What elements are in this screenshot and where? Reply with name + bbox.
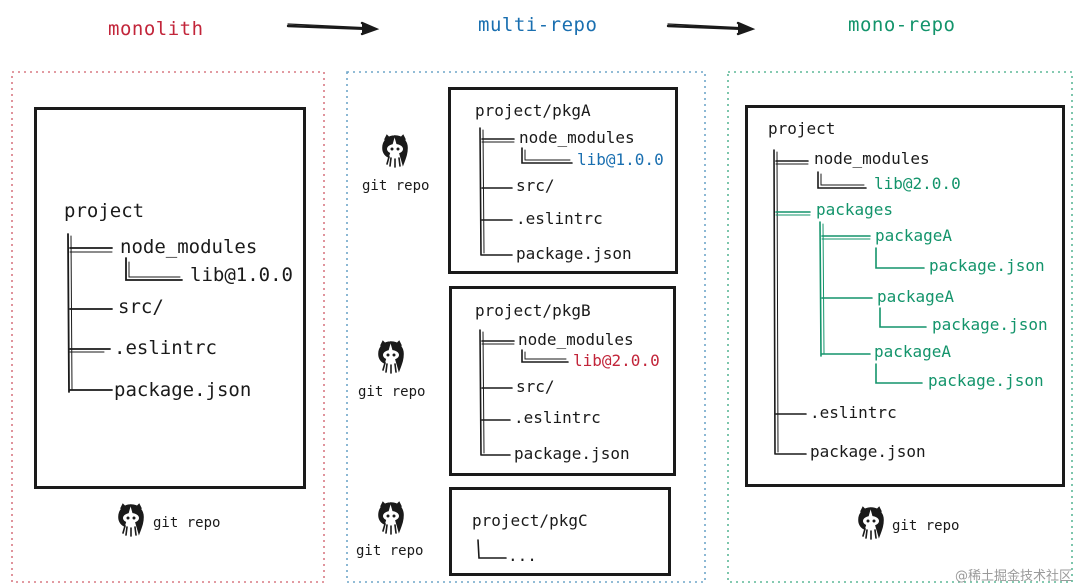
- pkgB-node-modules-label: node_modules: [518, 330, 634, 349]
- pkgA-eslintrc-label: .eslintrc: [516, 209, 603, 228]
- mono-packages-label: packages: [816, 200, 894, 219]
- mono-package-a-2-label: packageA: [877, 287, 955, 306]
- pkgB-eslintrc-label: .eslintrc: [514, 408, 601, 427]
- title-multi-repo: multi-repo: [478, 14, 598, 36]
- mono-repo-project-box: [745, 105, 1065, 487]
- pkgA-package-json-label: package.json: [516, 244, 632, 263]
- monolith-node-modules-label: node_modules: [120, 236, 258, 258]
- mono-package-a-2-json-label: package.json: [932, 315, 1048, 334]
- monolith-eslintrc-label: .eslintrc: [114, 337, 217, 359]
- github-octocat-icon: [378, 501, 404, 535]
- monolith-project-box: [34, 107, 306, 489]
- mono-git-repo-label: git repo: [892, 518, 960, 534]
- multi-repo-panel: [346, 71, 706, 583]
- pkgB-package-json-label: package.json: [514, 444, 630, 463]
- pkgC-git-repo-label: git repo: [356, 543, 424, 559]
- monolith-root-label: project: [64, 200, 145, 222]
- pkgB-src-label: src/: [516, 377, 555, 396]
- monolith-lib-label: lib@1.0.0: [190, 264, 293, 286]
- arrow-monolith-to-multi: [286, 21, 380, 36]
- mono-repo-tree-lines: [773, 149, 867, 455]
- github-octocat-icon: [118, 503, 144, 537]
- watermark: @稀土掘金技术社区: [954, 569, 1072, 584]
- mono-repo-packages-tree-lines: [775, 211, 927, 384]
- monolith-tree-lines: [67, 233, 183, 393]
- mono-package-json-label: package.json: [810, 442, 926, 461]
- mono-package-a-1-label: packageA: [875, 226, 953, 245]
- monolith-git-repo-label: git repo: [153, 515, 221, 531]
- pkgA-tree-lines: [479, 127, 573, 256]
- pkgC-tree-lines: [477, 539, 507, 559]
- mono-package-a-3-json-label: package.json: [928, 371, 1044, 390]
- pkgA-src-label: src/: [516, 176, 555, 195]
- pkgC-root-label: project/pkgC: [472, 511, 588, 530]
- pkgA-box: [448, 87, 678, 274]
- monolith-package-json-label: package.json: [114, 379, 252, 401]
- monolith-panel: [11, 71, 325, 583]
- pkgB-box: [449, 286, 676, 476]
- mono-package-a-1-json-label: package.json: [929, 256, 1045, 275]
- mono-node-modules-label: node_modules: [814, 149, 930, 168]
- github-octocat-icon: [858, 506, 884, 540]
- pkgB-root-label: project/pkgB: [475, 301, 591, 320]
- github-octocat-icon: [378, 340, 404, 374]
- arrow-multi-to-mono: [666, 21, 756, 36]
- pkgA-lib-label: lib@1.0.0: [577, 150, 664, 169]
- pkgA-root-label: project/pkgA: [475, 101, 591, 120]
- monolith-src-label: src/: [118, 296, 164, 318]
- pkgB-tree-lines: [479, 329, 569, 456]
- title-monolith: monolith: [108, 18, 204, 40]
- mono-repo-panel: [727, 71, 1073, 583]
- github-octocat-icon: [382, 134, 408, 168]
- mono-root-label: project: [768, 119, 836, 138]
- pkgA-node-modules-label: node_modules: [519, 128, 635, 147]
- mono-lib-label: lib@2.0.0: [874, 174, 961, 193]
- mono-package-a-3-label: packageA: [874, 342, 952, 361]
- title-mono-repo: mono-repo: [848, 14, 956, 36]
- pkgA-git-repo-label: git repo: [362, 178, 430, 194]
- pkgC-box: [449, 487, 671, 576]
- pkgB-git-repo-label: git repo: [358, 384, 426, 400]
- pkgC-ellipsis-label: ...: [508, 546, 537, 565]
- pkgB-lib-label: lib@2.0.0: [573, 351, 660, 370]
- mono-eslintrc-label: .eslintrc: [810, 403, 897, 422]
